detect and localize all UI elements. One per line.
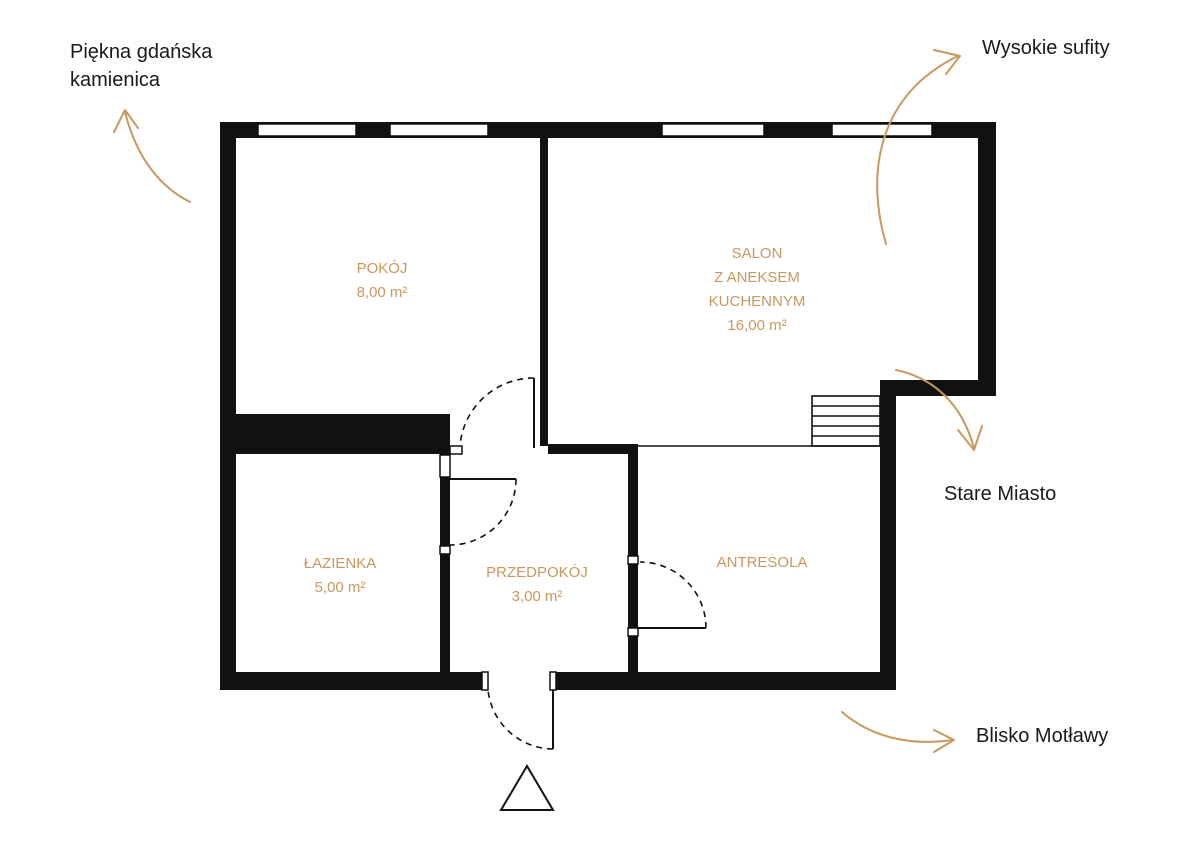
arrow-stare-miasto-icon <box>895 369 983 451</box>
note-stare-miasto: Stare Miasto <box>944 483 1057 505</box>
room-pokoj-name: POKÓJ <box>357 260 408 277</box>
windows <box>257 123 933 137</box>
room-przedpokoj-area: 3,00 m² <box>512 588 563 605</box>
room-przedpokoj-name: PRZEDPOKÓJ <box>486 564 588 581</box>
room-lazienka: ŁAZIENKA 5,00 m² <box>304 555 377 596</box>
room-salon-line2: Z ANEKSEM <box>714 269 800 286</box>
entrance-triangle-icon <box>499 764 555 811</box>
room-salon-line1: SALON <box>732 245 783 262</box>
room-salon-line3: KUCHENNYM <box>709 293 806 310</box>
room-pokoj-area: 8,00 m² <box>357 284 408 301</box>
arrow-motlawa-icon <box>841 711 955 753</box>
stairs <box>811 395 881 447</box>
room-antresola: ANTRESOLA <box>717 554 808 571</box>
room-salon-area: 16,00 m² <box>727 317 786 334</box>
note-wysokie-sufity: Wysokie sufity <box>982 37 1110 59</box>
arrow-kamienica-icon <box>113 109 191 203</box>
note-kamienica-line2: kamienica <box>70 69 161 91</box>
room-pokoj: POKÓJ 8,00 m² <box>357 260 408 301</box>
interior-walls <box>236 138 639 691</box>
note-kamienica-line1: Piękna gdańska <box>70 41 213 63</box>
door-salon <box>459 377 535 448</box>
door-entrance <box>487 689 554 750</box>
room-antresola-name: ANTRESOLA <box>717 554 808 571</box>
note-kamienica: Piękna gdańska kamienica <box>70 38 212 94</box>
room-lazienka-area: 5,00 m² <box>315 579 366 596</box>
arrow-sufity-icon <box>876 49 961 245</box>
door-antresola <box>638 561 707 629</box>
door-lazienka <box>445 478 517 546</box>
note-blisko-motlawy: Blisko Motławy <box>976 725 1109 747</box>
room-przedpokoj: PRZEDPOKÓJ 3,00 m² <box>486 564 588 605</box>
room-salon: SALON Z ANEKSEM KUCHENNYM 16,00 m² <box>709 245 806 334</box>
room-lazienka-name: ŁAZIENKA <box>304 555 377 572</box>
